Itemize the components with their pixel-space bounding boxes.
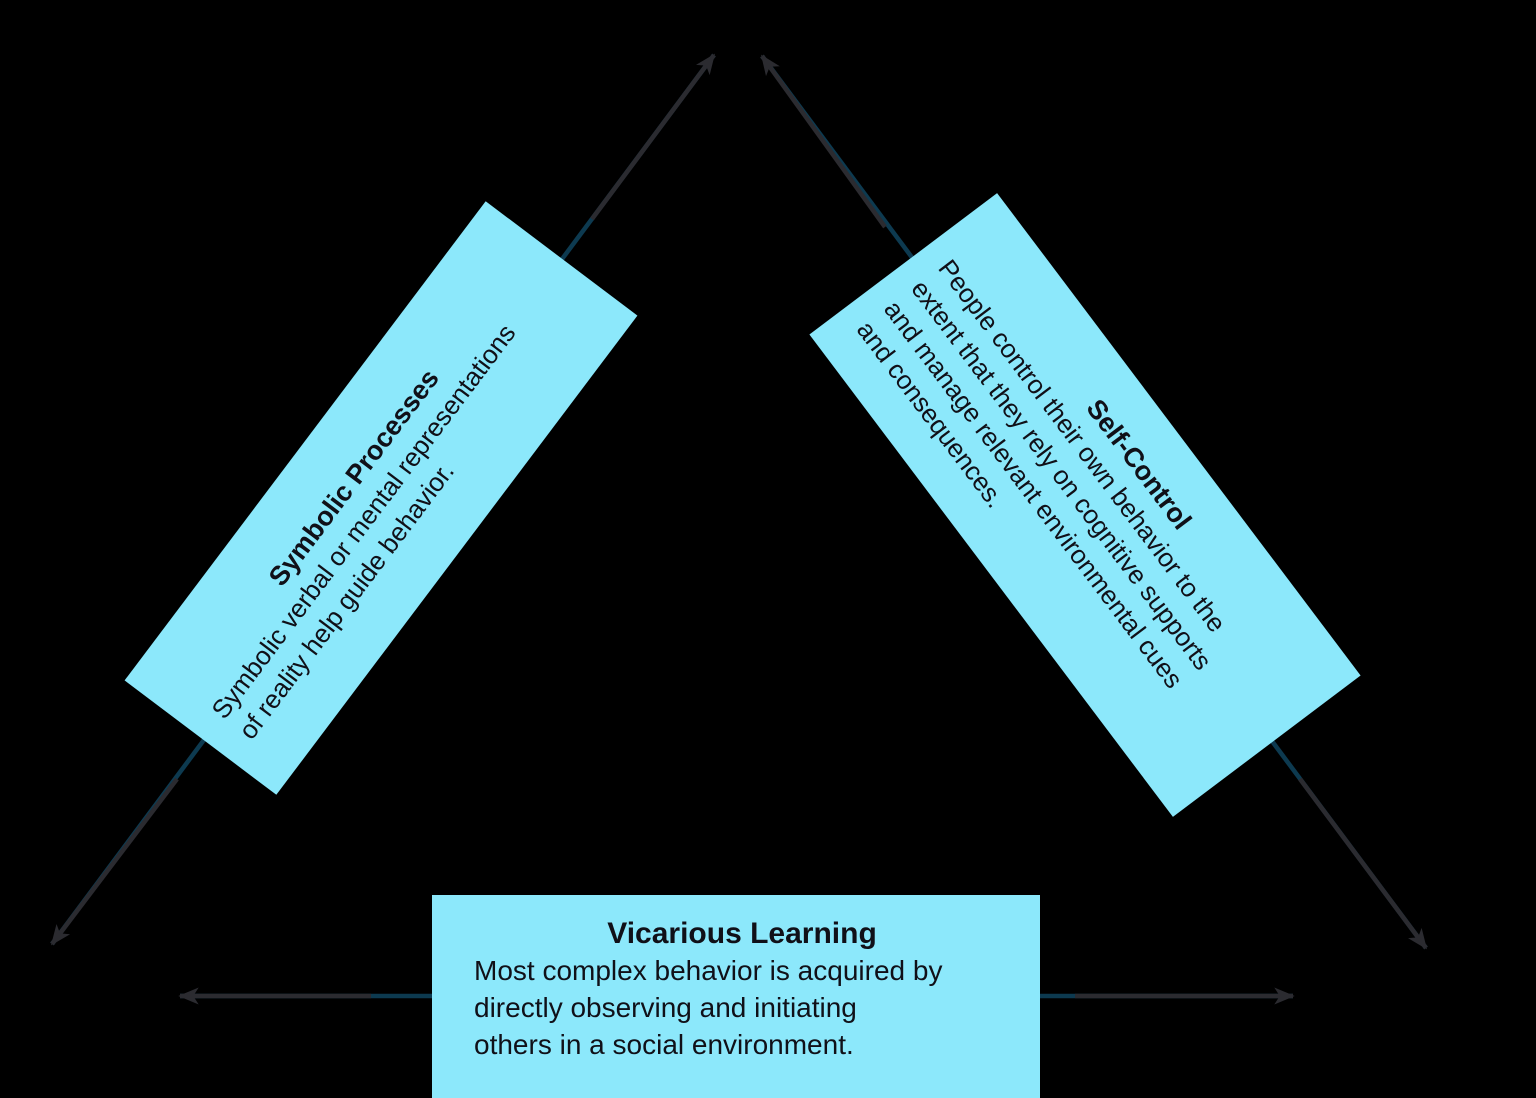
- arrow-symbolic-to-apex: [590, 53, 716, 221]
- arrow-selfcontrol-to-bottom-right: [1298, 777, 1428, 950]
- vicarious-learning-body: Most complex behavior is acquired by dir…: [474, 955, 943, 1060]
- vicarious-learning-title: Vicarious Learning: [607, 917, 877, 950]
- arrow-selfcontrol-to-apex: [760, 54, 887, 229]
- vicarious-learning-box: Vicarious Learning Most complex behavior…: [432, 895, 1040, 1098]
- arrow-symbolic-to-bottom-left: [50, 777, 179, 946]
